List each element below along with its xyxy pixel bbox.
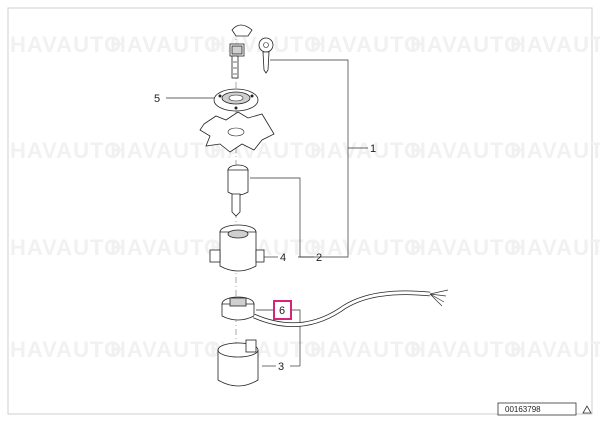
- watermark-text: HAVAUTO: [510, 32, 600, 57]
- watermark-text: HAVAUTO: [10, 337, 122, 362]
- watermark-text: HAVAUTO: [10, 235, 122, 260]
- callout-5: 5: [154, 93, 160, 105]
- reference-number-box: [497, 402, 577, 416]
- watermark-text: HAVAUTO: [310, 337, 422, 362]
- lock-barrel: [229, 24, 253, 79]
- reference-number: 00163798: [505, 405, 541, 414]
- watermark-text: HAVAUTO: [310, 32, 422, 57]
- frame-border: [7, 7, 593, 415]
- watermark-text: HAVAUTO: [510, 337, 600, 362]
- watermark-text: HAVAUTO: [110, 337, 222, 362]
- leader-lines: [166, 59, 368, 367]
- watermark-text: HAVAUTO: [310, 235, 422, 260]
- callout-4: 4: [280, 252, 286, 264]
- callout-3: 3: [278, 361, 284, 373]
- ignition-switch: [221, 296, 255, 321]
- watermark-text: HAVAUTO: [510, 138, 600, 163]
- watermark-text: HAVAUTO: [110, 138, 222, 163]
- seal-hole: [227, 127, 245, 137]
- callout-6-highlight: [273, 300, 292, 320]
- watermark-text: HAVAUTO: [410, 32, 522, 57]
- retaining-clip: [217, 339, 259, 387]
- ignition-key: [258, 37, 274, 74]
- watermark-layer: HAVAUTO HAVAUTO HAVAUTO HAVAUTO HAVAUTO …: [10, 32, 600, 362]
- watermark-text: HAVAUTO: [310, 138, 422, 163]
- watermark-text: HAVAUTO: [10, 32, 122, 57]
- callout-2: 2: [316, 252, 322, 264]
- watermark-text: HAVAUTO: [110, 235, 222, 260]
- callout-6: 6: [279, 305, 285, 317]
- warning-triangle-icon: [582, 405, 592, 414]
- watermark-text: HAVAUTO: [10, 138, 122, 163]
- watermark-text: HAVAUTO: [510, 235, 600, 260]
- lock-housing: [209, 224, 265, 272]
- lock-ring: [213, 88, 259, 112]
- watermark-text: HAVAUTO: [110, 32, 222, 57]
- watermark-text: HAVAUTO: [410, 138, 522, 163]
- lock-plunger: [227, 164, 249, 217]
- wiring-harness: [253, 289, 449, 327]
- watermark-text: HAVAUTO: [410, 337, 522, 362]
- watermark-text: HAVAUTO: [410, 235, 522, 260]
- callout-1: 1: [370, 143, 376, 155]
